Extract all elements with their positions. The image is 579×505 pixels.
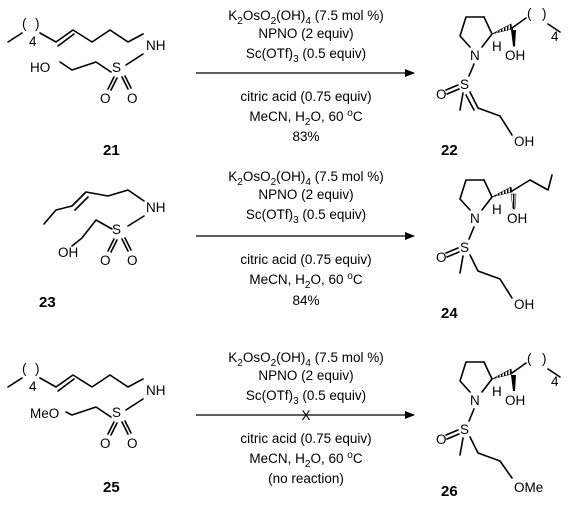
oxygen-label: O (436, 250, 447, 265)
hydrogen-label: H (492, 384, 502, 399)
hashed-bond (510, 193, 517, 210)
reaction-outcome: (no reaction) (268, 471, 344, 486)
chain-subscript: 4 (29, 34, 37, 49)
oxygen-label: O (100, 253, 111, 268)
condition-acid: citric acid (0.75 equiv) (240, 431, 371, 446)
chain-bracket: ) (35, 361, 40, 376)
hydroxyl-label: OH (514, 134, 534, 149)
oxygen-label: O (100, 91, 111, 106)
substrate-25: ( ) 4 NH S MeO O O 25 (7, 361, 166, 496)
hashed-bond (491, 368, 513, 380)
reagent-npno: NPNO (2 equiv) (258, 187, 353, 202)
hashed-bond (491, 186, 513, 198)
methoxy-label: MeO (30, 406, 59, 421)
sulfur-label: S (112, 60, 121, 75)
ho-label: HO (30, 60, 50, 75)
condition-acid: citric acid (0.75 equiv) (240, 89, 371, 104)
reaction-2: NH S OH O O 23 K2OsO2(OH)4 (7.5 mol %) N… (39, 169, 553, 322)
substrate-21: ( ) 4 NH S HO O O 21 (7, 16, 166, 159)
sulfur-label: S (460, 240, 469, 255)
chain-bracket: ( (22, 361, 27, 376)
reagent-scandium: Sc(OTf)3 (0.5 equiv) (246, 46, 366, 65)
reagent-npno: NPNO (2 equiv) (258, 26, 353, 41)
hashed-bond (491, 23, 513, 35)
hydrogen-label: H (492, 39, 502, 54)
reagent-npno: NPNO (2 equiv) (258, 368, 353, 383)
reagent-osmium: K2OsO2(OH)4 (7.5 mol %) (228, 350, 384, 369)
oxygen-label: O (127, 436, 138, 451)
chain-bracket: ( (22, 16, 27, 31)
condition-acid: citric acid (0.75 equiv) (240, 252, 371, 267)
condition-solvent: MeCN, H2O, 60 oC (249, 108, 362, 128)
chain-bracket: ) (35, 16, 40, 31)
reagents-2: K2OsO2(OH)4 (7.5 mol %) NPNO (2 equiv) S… (196, 169, 415, 308)
reaction-yield: 83% (292, 129, 319, 144)
chain-bracket: ( (527, 6, 532, 21)
methoxy-label: OMe (514, 480, 543, 495)
oxygen-label: O (100, 436, 111, 451)
compound-number: 26 (441, 483, 458, 500)
hydrogen-label: H (492, 202, 502, 217)
hydroxyl-label: OH (505, 48, 525, 63)
chain-subscript: 4 (551, 29, 559, 44)
sulfur-label: S (112, 222, 121, 237)
wedge-bond (511, 375, 516, 391)
sulfur-label: S (460, 77, 469, 92)
reagents-3: K2OsO2(OH)4 (7.5 mol %) NPNO (2 equiv) S… (196, 350, 415, 486)
nh-label: NH (146, 200, 166, 215)
nitrogen-label: N (470, 48, 480, 63)
reaction-1: ( ) 4 NH S HO O O 21 K2OsO2(OH)4 (7.5 mo… (7, 6, 561, 159)
hydroxyl-label: OH (505, 393, 525, 408)
nh-label: NH (146, 38, 166, 53)
hydroxyl-label: OH (507, 211, 527, 226)
nitrogen-label: N (470, 211, 480, 226)
oxygen-label: O (127, 91, 138, 106)
oxygen-label: O (436, 432, 447, 447)
condition-solvent: MeCN, H2O, 60 oC (249, 450, 362, 470)
nh-label: NH (146, 383, 166, 398)
reagents-1: K2OsO2(OH)4 (7.5 mol %) NPNO (2 equiv) S… (196, 8, 415, 144)
hydroxyl-label: OH (58, 245, 78, 260)
oxygen-label: O (436, 87, 447, 102)
compound-number: 21 (103, 142, 120, 159)
product-22: N H OH ( ) 4 S O OH 22 (436, 6, 561, 159)
nitrogen-label: N (470, 393, 480, 408)
no-reaction-mark: X (301, 408, 310, 423)
chain-subscript: 4 (551, 374, 559, 389)
condition-solvent: MeCN, H2O, 60 oC (249, 271, 362, 291)
sulfur-label: S (460, 422, 469, 437)
compound-number: 24 (441, 305, 458, 322)
wedge-bond (511, 30, 516, 46)
reaction-3: ( ) 4 NH S MeO O O 25 K2OsO2(OH)4 (7.5 m… (7, 350, 561, 500)
substrate-23: NH S OH O O 23 (39, 189, 166, 311)
chain-subscript: 4 (29, 379, 37, 394)
product-26: N H OH ( ) 4 S O OMe 26 (436, 351, 561, 500)
oxygen-label: O (127, 253, 138, 268)
sulfur-label: S (112, 405, 121, 420)
reagent-osmium: K2OsO2(OH)4 (7.5 mol %) (228, 8, 384, 27)
reagent-osmium: K2OsO2(OH)4 (7.5 mol %) (228, 169, 384, 188)
chain-bracket: ) (542, 6, 547, 21)
chain-bracket: ( (527, 351, 532, 366)
product-24: N H OH S O OH 24 (436, 174, 553, 322)
compound-number: 22 (441, 142, 458, 159)
chain-bracket: ) (542, 351, 547, 366)
hydroxyl-label: OH (514, 297, 534, 312)
reagent-scandium: Sc(OTf)3 (0.5 equiv) (246, 388, 366, 407)
reagent-scandium: Sc(OTf)3 (0.5 equiv) (246, 207, 366, 226)
reaction-yield: 84% (292, 293, 319, 308)
compound-number: 23 (39, 294, 56, 311)
compound-number: 25 (103, 479, 120, 496)
